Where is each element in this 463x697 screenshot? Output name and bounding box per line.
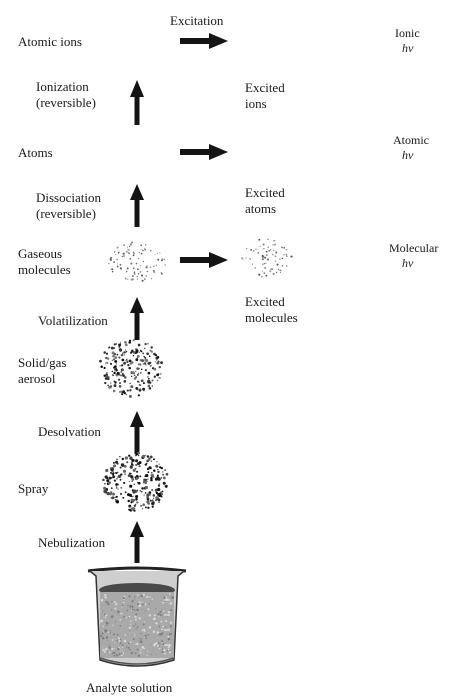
- beaker-icon: [87, 566, 187, 667]
- solid-gas-label-line1: Solid/gas: [18, 355, 67, 370]
- atomic-hv-label: hv: [402, 148, 414, 162]
- excited-molecules-label-line2: molecules: [245, 310, 298, 325]
- solid-gas-label-line2: aerosol: [18, 371, 56, 386]
- excited-atoms-label-line1: Excited: [245, 185, 285, 200]
- arrow-nebulization: [130, 521, 144, 563]
- atomic-ions-label: Atomic ions: [18, 34, 82, 49]
- excited-ions-label-line1: Excited: [245, 80, 285, 95]
- spray-label: Spray: [18, 481, 49, 496]
- volatilization-label: Volatilization: [38, 313, 108, 328]
- excited-atoms-label-line2: atoms: [245, 201, 277, 216]
- gaseous-molecules-label-line2: molecules: [18, 262, 71, 277]
- ionization-note: (reversible): [36, 95, 96, 110]
- excitation-heading: Excitation: [170, 13, 224, 28]
- atoms-label: Atoms: [18, 145, 53, 160]
- analyte-solution-label: Analyte solution: [86, 680, 173, 695]
- arrow-ionization: [130, 80, 144, 125]
- ionization-label: Ionization: [36, 79, 89, 94]
- gaseous-molecules-cloud: [108, 241, 166, 282]
- ionic-emission-label: Ionic: [395, 26, 420, 40]
- molecular-hv-label: hv: [402, 256, 414, 270]
- ionic-hv-label: hv: [402, 41, 414, 55]
- excited-molecules-label-line1: Excited: [245, 294, 285, 309]
- solid-gas-aerosol-cloud: [99, 339, 163, 398]
- arrow-excitation-atoms: [180, 144, 228, 160]
- nebulization-label: Nebulization: [38, 535, 106, 550]
- arrow-volatilization: [130, 297, 144, 340]
- gaseous-molecules-label-line1: Gaseous: [18, 246, 63, 261]
- excited-ions-label-line2: ions: [245, 96, 267, 111]
- molecular-emission-label: Molecular: [389, 241, 439, 255]
- arrow-excitation-molecules: [180, 252, 228, 268]
- arrow-dissociation: [130, 184, 144, 227]
- atomic-emission-label: Atomic: [393, 133, 429, 147]
- arrow-desolvation: [130, 411, 144, 454]
- dissociation-note: (reversible): [36, 206, 96, 221]
- excited-molecules-cloud: [241, 238, 293, 278]
- arrow-excitation-ions: [180, 33, 228, 49]
- dissociation-label: Dissociation: [36, 190, 101, 205]
- desolvation-label: Desolvation: [38, 424, 101, 439]
- spray-cloud: [102, 451, 169, 512]
